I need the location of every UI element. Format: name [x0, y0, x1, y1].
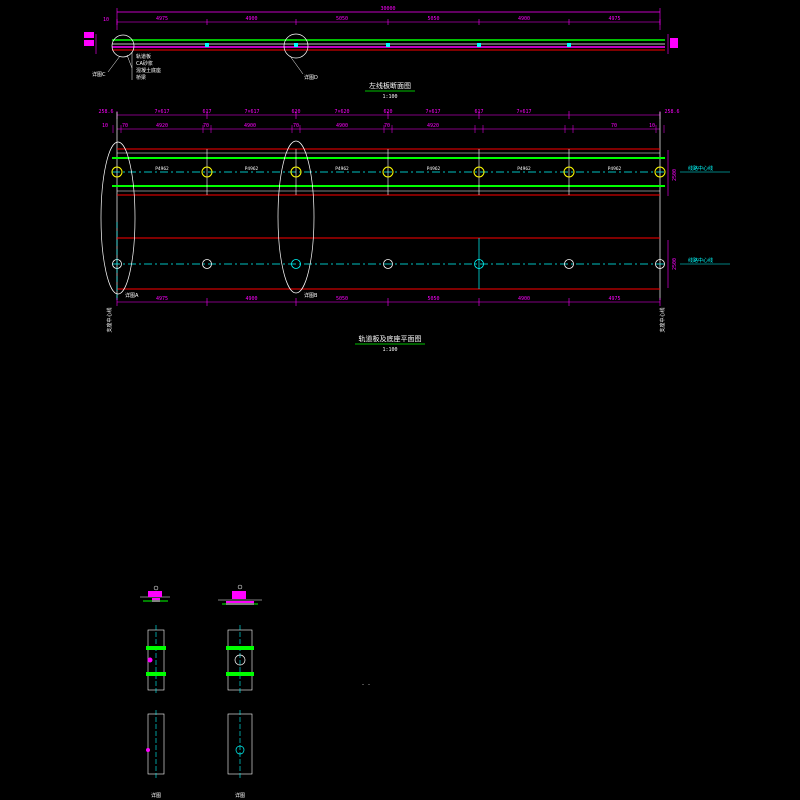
callout-bridge: 桥梁 [136, 74, 146, 81]
section-segment-dims: 4975 4900 5050 5050 4900 4975 [156, 16, 621, 22]
detail-label-b: 详图B [304, 292, 318, 299]
anchor-hole [382, 166, 394, 178]
base-hole [291, 259, 301, 269]
section-dim-2: 5050 [336, 16, 348, 22]
left-side-label: 支座中心线 [106, 307, 113, 332]
section-callouts: 轨道板 CA砂浆 混凝土底座 桥梁 [131, 52, 161, 81]
plan-bottom-dim-0: 4975 [156, 296, 168, 302]
slab-label-4: P4962 [517, 166, 531, 172]
right-dim-1: 2500 [672, 169, 678, 181]
plan-row1-dim-9: 7×617 [516, 109, 531, 115]
plan-row2-dim-5: 70 [293, 123, 299, 129]
plan-row2-dim-6: 4900 [336, 123, 348, 129]
section-view: 30000 4975 4900 5050 5050 4900 4975 10 轨道板 CA… [84, 6, 678, 100]
base-hole [655, 259, 665, 269]
slab-label-5: P4962 [608, 166, 622, 172]
slab-label-1: P4962 [245, 166, 259, 172]
section-dim-0: 4975 [156, 16, 168, 22]
callout-track-slab: 轨道板 [136, 53, 151, 60]
plan-upper-joints [206, 149, 570, 195]
plan-row1-dim-5: 7×620 [334, 109, 349, 115]
slab-label-2: P4962 [335, 166, 349, 172]
anchor-hole [473, 166, 485, 178]
section-joints [205, 43, 571, 47]
plan-row2-dim-10: 10 [649, 123, 655, 129]
plan-row1-dim-1: 7×617 [154, 109, 169, 115]
plan-row2-dim-0: 10 [102, 123, 108, 129]
section-dim-4: 4900 [518, 16, 530, 22]
right-dim-2: 2500 [672, 258, 678, 270]
detail-label-a: 详图A [125, 292, 139, 299]
plan-title: 轨道板及底座平面图 [359, 334, 422, 343]
plan-row1-dim-7: 7×617 [425, 109, 440, 115]
detail-2: 详图 [218, 584, 262, 799]
detail-1-label: 详图 [151, 792, 161, 799]
plan-bottom-dim-1: 4900 [245, 296, 257, 302]
detail-circle-d [283, 33, 309, 59]
section-left-mark: 10 [103, 17, 109, 23]
plan-scale: 1:100 [382, 347, 397, 353]
base-hole [383, 259, 393, 269]
anchor-hole [111, 166, 123, 178]
plan-slab-labels: P4962 P4962 P4962 P4962 P4962 P4962 [155, 166, 621, 172]
plan-row2-dim-9: 70 [611, 123, 617, 129]
anchor-hole [201, 166, 213, 178]
right-side-label: 支座中心线 [659, 307, 666, 332]
plan-row1-dim-10: 258.6 [664, 109, 679, 115]
anchor-hole [563, 166, 575, 178]
base-hole [564, 259, 574, 269]
plan-bottom-dim-3: 5050 [427, 296, 439, 302]
plan-row2-dim-1: 70 [122, 123, 128, 129]
plan-bottom-dim-2: 5050 [336, 296, 348, 302]
detail-label-c: 详图C [92, 71, 106, 78]
plan-bottom-dims: 4975 4900 5050 5050 4900 4975 [116, 296, 661, 306]
detail-circle-c [111, 34, 135, 58]
callout-ca-mortar: CA砂浆 [136, 60, 153, 67]
plan-row2-dim-8: 4920 [427, 123, 439, 129]
section-dim-1: 4900 [245, 16, 257, 22]
misc-text: - - [361, 682, 370, 688]
base-hole [202, 259, 212, 269]
plan-row2-dim-2: 4920 [156, 123, 168, 129]
anchor-hole [290, 166, 302, 178]
section-title: 左线板断面图 [369, 81, 411, 90]
detail-1: 详图 [140, 585, 170, 799]
detail-ellipse-b [277, 140, 315, 294]
plan-bottom-dim-5: 4975 [608, 296, 620, 302]
plan-upper-holes [111, 166, 666, 178]
plan-row1-dim-3: 7×617 [244, 109, 259, 115]
right-label-1: 线路中心线 [688, 165, 713, 172]
plan-row1-dim-0: 258.6 [98, 109, 113, 115]
section-scale: 1:100 [382, 94, 397, 100]
plan-row2-dim-3: 70 [203, 123, 209, 129]
detail-ellipse-a [100, 141, 136, 295]
anchor-hole [654, 166, 666, 178]
plan-dim-row-2: 10 70 4920 70 4900 70 4900 70 4920 70 10 [102, 123, 665, 133]
section-segment-ticks [116, 19, 661, 25]
detail-2-label: 详图 [235, 792, 245, 799]
plan-row2-dim-4: 4900 [244, 123, 256, 129]
slab-label-3: P4962 [427, 166, 441, 172]
callout-concrete-base: 混凝土底座 [136, 67, 161, 74]
section-dim-5: 4975 [608, 16, 620, 22]
section-dim-3: 5050 [427, 16, 439, 22]
plan-row2-dim-7: 70 [384, 123, 390, 129]
plan-bottom-dim-4: 4900 [518, 296, 530, 302]
detail-label-d: 详图D [304, 74, 318, 81]
right-label-2: 线路中心线 [688, 257, 713, 264]
slab-label-0: P4962 [155, 166, 169, 172]
overall-dim-text: 30000 [380, 6, 395, 12]
